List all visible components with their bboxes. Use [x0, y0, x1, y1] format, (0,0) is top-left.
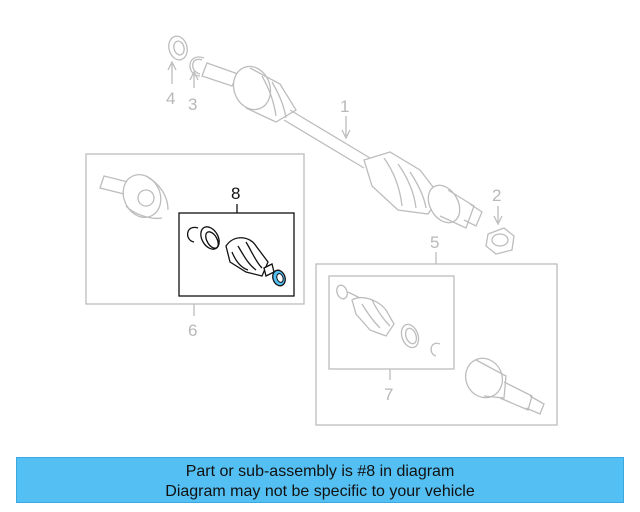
seal-part-4[interactable]	[166, 34, 190, 62]
arrow-3	[189, 70, 199, 81]
group-box-6	[85, 153, 305, 305]
callout-8: 8	[231, 184, 240, 203]
callout-6: 6	[188, 321, 197, 340]
callout-1: 1	[340, 97, 349, 116]
boot-kit-in-group-7	[336, 284, 441, 357]
group-box-7	[328, 275, 455, 370]
axle-shaft-part-1[interactable]	[201, 61, 483, 229]
info-banner: Part or sub-assembly is #8 in diagram Di…	[16, 457, 624, 503]
arrow-1	[341, 129, 351, 140]
banner-line-part: Part or sub-assembly is #8 in diagram	[185, 463, 455, 480]
outer-cv-joint-in-group-6	[99, 174, 169, 220]
banner-line-disclaimer: Diagram may not be specific to your vehi…	[165, 483, 475, 500]
group-box-5	[315, 263, 558, 426]
snap-ring-part-3[interactable]	[189, 56, 205, 77]
boot-kit-part-8[interactable]	[187, 224, 288, 288]
arrow-4	[167, 60, 177, 71]
arrow-2	[493, 215, 503, 226]
callout-2: 2	[492, 186, 501, 205]
inner-cv-housing-in-group-5	[464, 357, 545, 415]
nut-part-2[interactable]	[485, 227, 515, 255]
callout-5: 5	[430, 233, 439, 252]
callout-4: 4	[166, 89, 175, 108]
callout-7: 7	[384, 385, 393, 404]
callout-3: 3	[188, 95, 197, 114]
